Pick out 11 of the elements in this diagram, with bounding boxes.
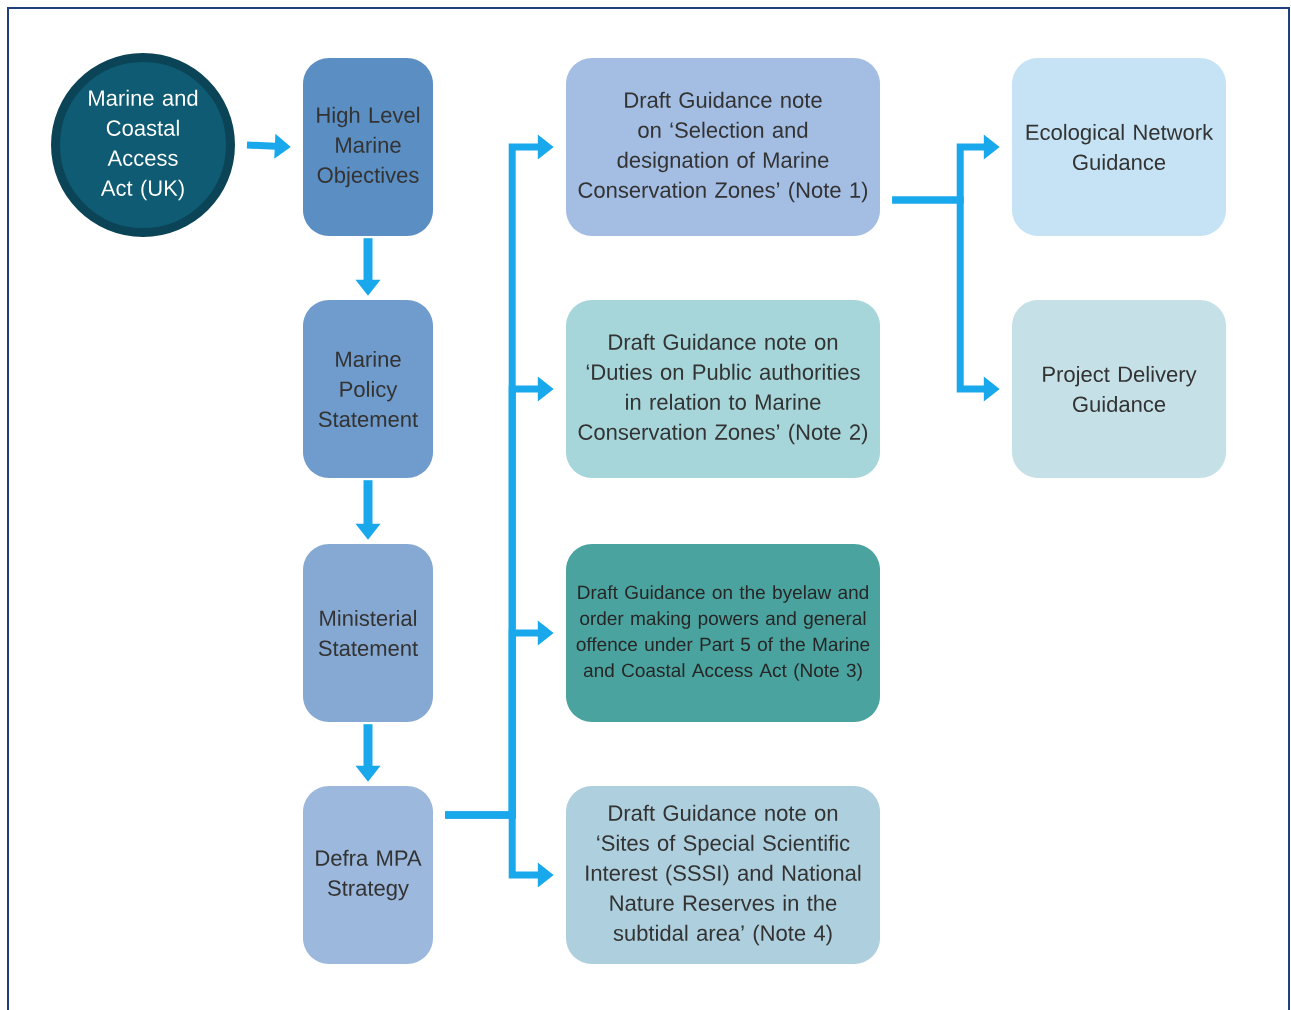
process-box: Marine Policy Statement xyxy=(303,300,433,478)
process-box: Project Delivery Guidance xyxy=(1012,300,1226,478)
process-box: Ministerial Statement xyxy=(303,544,433,722)
process-box: Ecological Network Guidance xyxy=(1012,58,1226,236)
process-box: Draft Guidance note on ‘Duties on Public authorities in relation to Marine Conservation Zones’ (Note 2) xyxy=(566,300,880,478)
circle-node: Marine and Coastal Access Act (UK) xyxy=(51,53,235,237)
process-box: High Level Marine Objectives xyxy=(303,58,433,236)
process-box: Draft Guidance on the byelaw and order making powers and general offence under Part 5 of the Marine and Coastal Access Act (Note 3) xyxy=(566,544,880,722)
process-box: Draft Guidance note on ‘Sites of Special Scientific Interest (SSSI) and National Nature Reserves in the subtidal area’ (Note 4) xyxy=(566,786,880,964)
process-box: Defra MPA Strategy xyxy=(303,786,433,964)
process-box: Draft Guidance note on ‘Selection and designation of Marine Conservation Zones’ (Note 1) xyxy=(566,58,880,236)
